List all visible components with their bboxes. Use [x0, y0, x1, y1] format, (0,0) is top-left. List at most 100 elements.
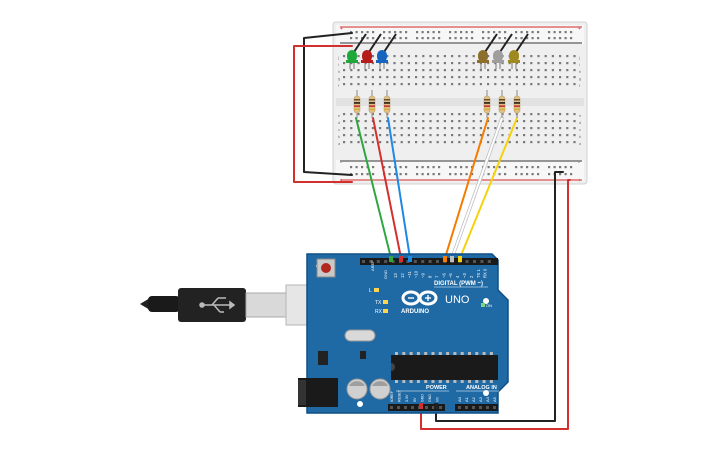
breadboard-hole — [400, 120, 403, 123]
rail-hole — [520, 173, 523, 176]
header-pin[interactable] — [472, 406, 475, 409]
header-pin[interactable] — [465, 406, 468, 409]
breadboard-hole — [371, 69, 374, 72]
wire-end — [434, 403, 438, 409]
breadboard-hole — [386, 83, 389, 86]
wire-blue-pin11 — [387, 117, 411, 259]
chip-pins — [395, 352, 493, 383]
breadboard-hole — [393, 83, 396, 86]
header-pin[interactable] — [458, 406, 461, 409]
breadboard-hole — [443, 120, 446, 123]
breadboard-hole — [487, 69, 490, 72]
breadboard-hole — [429, 141, 432, 144]
breadboard-hole — [393, 127, 396, 130]
breadboard-hole — [465, 83, 468, 86]
breadboard-hole — [530, 113, 533, 116]
header-pin[interactable] — [465, 260, 469, 263]
rail-hole — [383, 31, 386, 34]
row-letter: g — [338, 76, 340, 81]
breadboard-hole — [443, 127, 446, 130]
rx-led — [383, 309, 388, 313]
rail-hole — [570, 37, 573, 40]
digital-pin-label: RX 0 — [483, 268, 488, 278]
rail-hole — [570, 31, 573, 34]
breadboard-hole — [472, 113, 475, 116]
header-pin[interactable] — [479, 406, 482, 409]
header-pin[interactable] — [390, 406, 393, 409]
breadboard-hole — [551, 120, 554, 123]
breadboard-hole — [379, 120, 382, 123]
wire-yellow-pin5 — [459, 117, 518, 259]
breadboard-hole — [364, 134, 367, 137]
rail-hole — [416, 166, 419, 169]
header-pin[interactable] — [421, 260, 425, 263]
l-label: L — [369, 288, 372, 294]
row-letter: e — [579, 113, 582, 118]
header-pin[interactable] — [493, 406, 496, 409]
breadboard-hole — [494, 127, 497, 130]
header-pin[interactable] — [404, 406, 407, 409]
chip-pin — [460, 352, 464, 355]
header-pin[interactable] — [480, 260, 484, 263]
breadboard-hole — [559, 127, 562, 130]
header-pin[interactable] — [439, 406, 442, 409]
chip-pin — [395, 352, 398, 355]
resistor-band — [369, 105, 375, 107]
breadboard-hole — [501, 69, 504, 72]
header-pin[interactable] — [397, 406, 400, 409]
breadboard-hole — [400, 141, 403, 144]
row-letter: c — [338, 127, 340, 132]
header-pin[interactable] — [436, 260, 439, 263]
header-pin[interactable] — [425, 406, 428, 409]
breadboard-hole — [515, 127, 518, 130]
rail-hole — [399, 37, 402, 40]
breadboard-hole — [451, 83, 454, 86]
breadboard-hole — [379, 76, 382, 79]
header-pin[interactable] — [432, 406, 435, 409]
reset-button-cap[interactable] — [321, 263, 331, 273]
header-pin[interactable] — [411, 406, 414, 409]
rail-hole — [564, 166, 567, 169]
breadboard-hole — [515, 141, 518, 144]
row-letter: a — [338, 141, 341, 146]
chip-pin — [489, 380, 493, 383]
aref-label: AREF — [370, 260, 375, 271]
chip-pin — [468, 352, 471, 355]
header-pin[interactable] — [473, 260, 476, 263]
rail-hole — [372, 37, 375, 40]
wire-orange-pin7 — [444, 117, 489, 259]
breadboard-hole — [379, 141, 382, 144]
breadboard-hole — [429, 76, 432, 79]
rail-hole — [553, 37, 556, 40]
breadboard-hole — [400, 55, 403, 58]
header-pin[interactable] — [391, 260, 395, 263]
breadboard-hole — [386, 76, 389, 79]
breadboard-hole — [487, 120, 490, 123]
header-pin[interactable] — [413, 260, 417, 263]
wire-white-pin6 — [451, 117, 503, 259]
rail-hole — [537, 173, 540, 176]
header-pin[interactable] — [384, 260, 388, 263]
rail-hole — [366, 31, 369, 34]
header-pin[interactable] — [428, 260, 432, 263]
header-pin[interactable] — [362, 260, 365, 263]
center-channel — [336, 98, 584, 106]
rail-hole — [454, 37, 457, 40]
header-pin[interactable] — [486, 406, 489, 409]
breadboard-hole — [386, 141, 389, 144]
rail-hole — [531, 31, 534, 34]
header-pin[interactable] — [376, 260, 380, 263]
header-pin[interactable] — [369, 260, 373, 263]
breadboard-hole — [508, 76, 511, 79]
header-pin[interactable] — [487, 260, 491, 263]
breadboard-hole — [415, 76, 418, 79]
breadboard-hole — [436, 120, 439, 123]
analog-pin-label: A4 — [485, 396, 490, 402]
breadboard-hole — [422, 120, 425, 123]
breadboard-hole — [436, 127, 439, 130]
header-pin[interactable] — [406, 260, 410, 263]
rail-hole — [399, 166, 402, 169]
